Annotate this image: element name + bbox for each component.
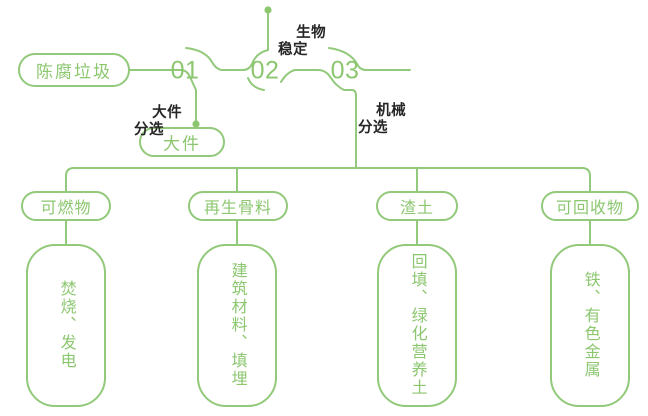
stage-02-process-label: 生物稳定	[278, 8, 326, 76]
output-pill-label-2: 再生骨料	[203, 200, 273, 217]
stage-02-left-arc	[242, 49, 269, 71]
outcome-text-4: 铁、有色金属	[581, 271, 599, 379]
bulky-pill-label: 大件	[163, 134, 201, 154]
connector-stage-02-to-stage-03	[280, 69, 319, 83]
outcome-box-shape-1	[26, 244, 106, 407]
output-pill-label-1: 可燃物	[40, 200, 92, 217]
stage-02-process-text: 生物稳定	[278, 25, 327, 59]
stage-number-03: 03	[330, 56, 360, 85]
stage-03-arc	[328, 47, 411, 71]
bulky-pill-shape	[139, 127, 225, 157]
stage-02-branch-dot	[264, 6, 272, 14]
output-pill-label-3: 渣土	[399, 200, 435, 217]
outcome-box-shape-2	[197, 244, 277, 407]
output-pill-label-4: 可回收物	[555, 200, 625, 217]
stage-number-02: 02	[250, 56, 280, 85]
outcome-box-shape-3	[377, 244, 457, 407]
source-pill-label: 陈腐垃圾	[36, 62, 112, 82]
stage-01-arc	[185, 47, 244, 71]
stage-02-lower-arc	[247, 77, 265, 91]
outcome-text-2: 建筑材料、填埋	[228, 262, 246, 388]
stage-03-process-text: 机械分选	[358, 103, 407, 137]
connector-stage-03-to-bus	[317, 69, 357, 169]
stage-01-process-text: 大件分选	[134, 105, 183, 139]
stage-01-process-label: 大件分选	[134, 88, 182, 156]
stage-number-01: 01	[170, 56, 200, 85]
outcome-box-shape-4	[550, 244, 630, 407]
stage-01-branch-dot	[192, 120, 200, 128]
stage-03-process-label: 机械分选	[358, 86, 406, 154]
connector-source-to-stage-01	[128, 69, 197, 91]
outcome-text-1: 焚烧、发电	[57, 280, 75, 370]
distribution-bus	[65, 167, 591, 193]
outcome-text-3: 回填、绿化营养土	[408, 253, 426, 397]
